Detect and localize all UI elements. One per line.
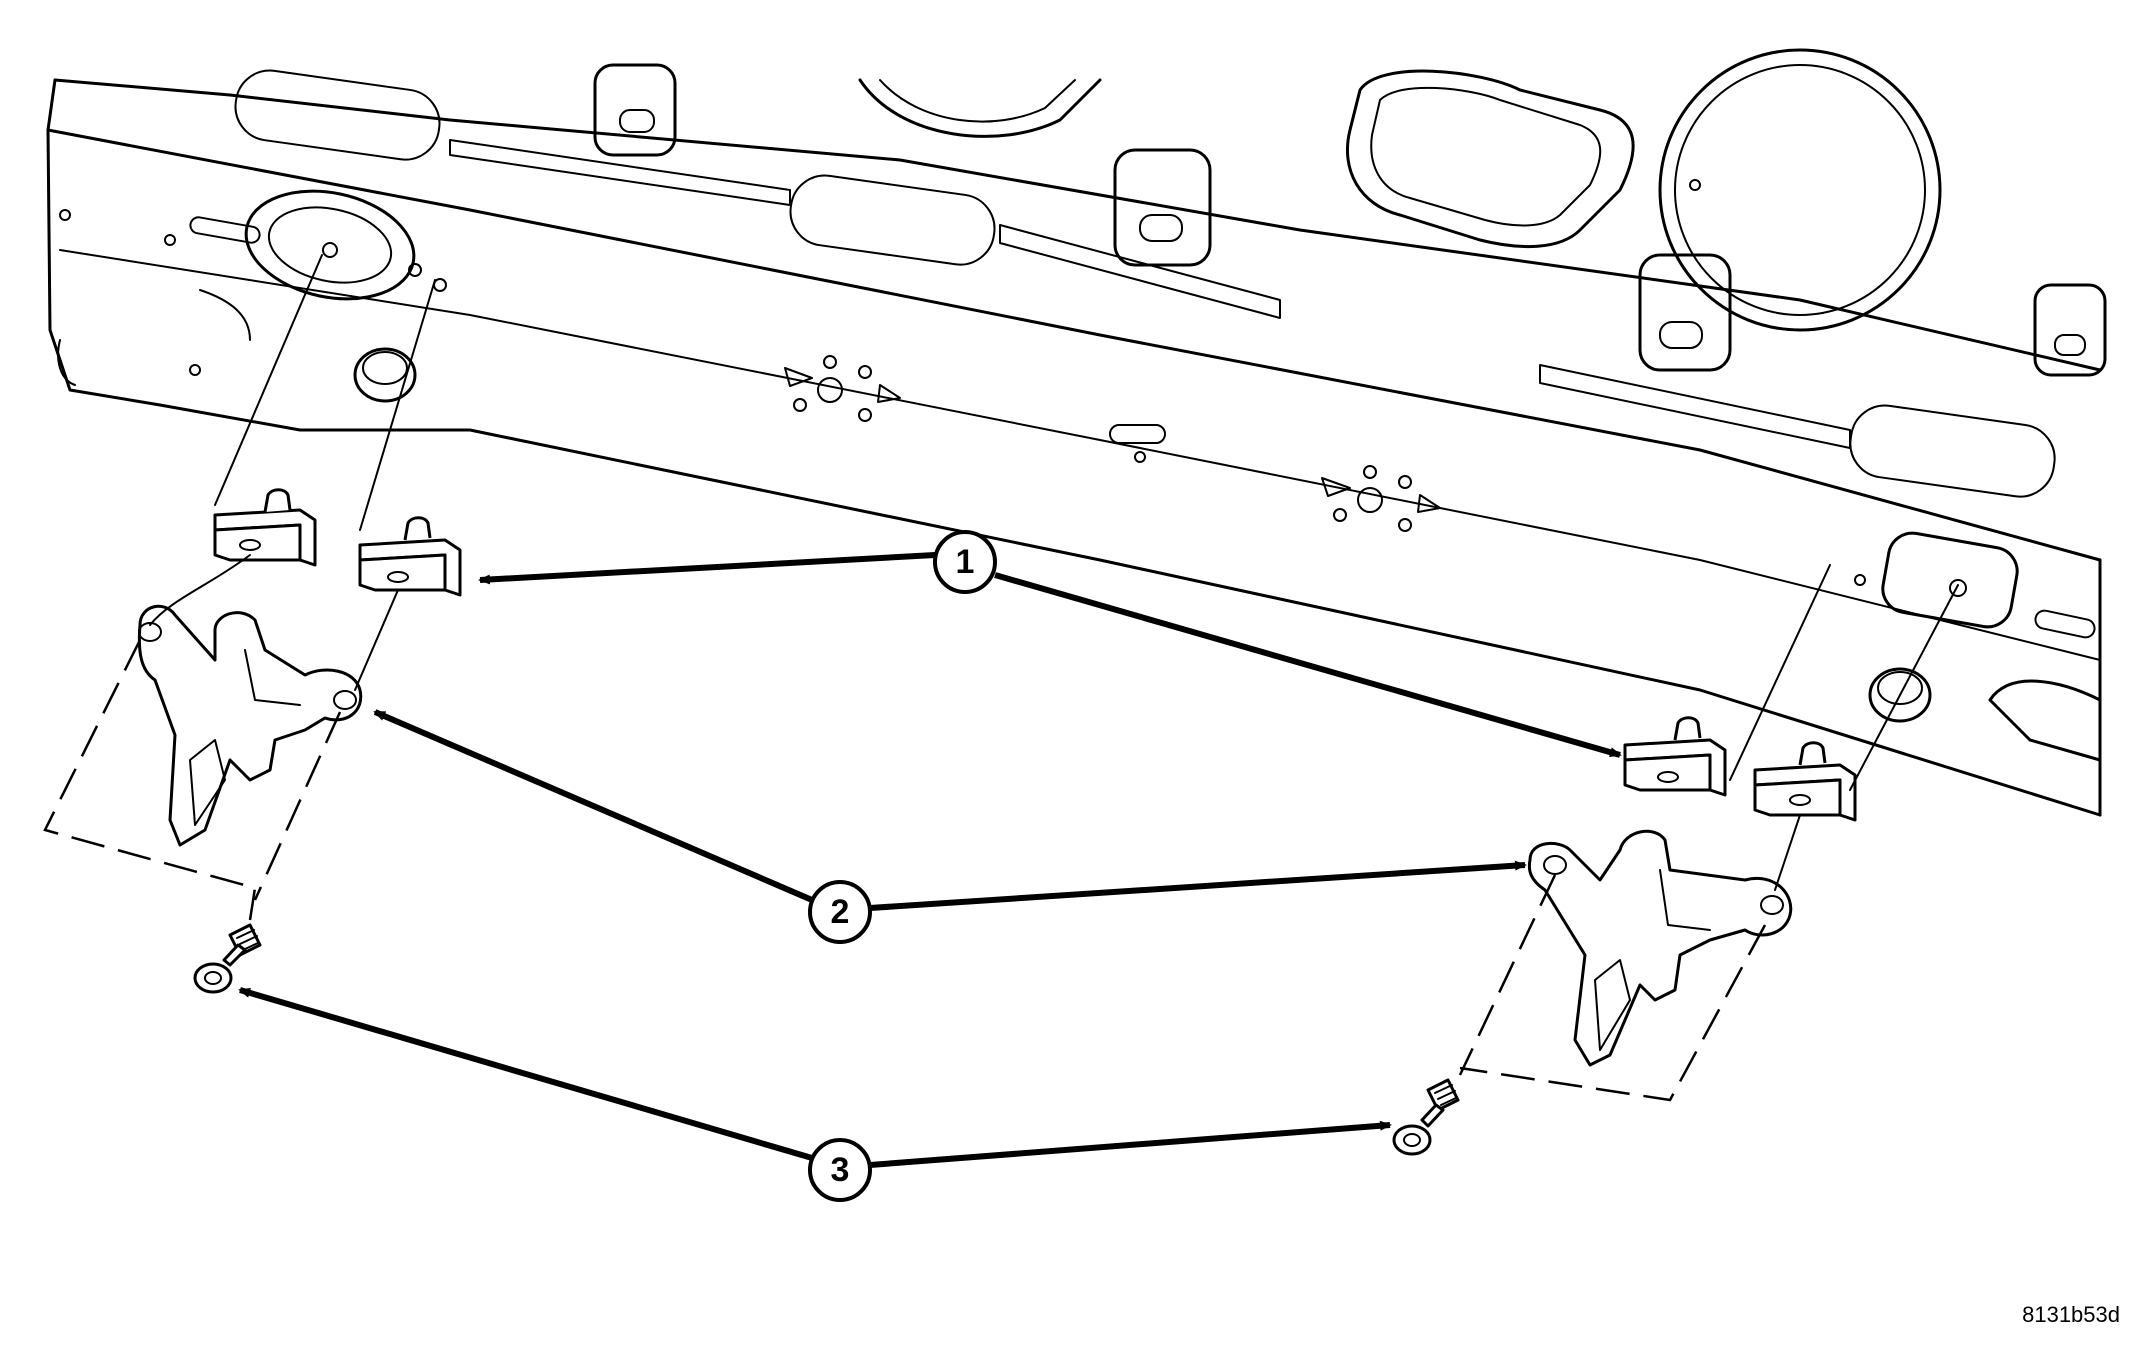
leader-1-right — [994, 572, 1622, 758]
hinge-bracket-left — [137, 604, 363, 847]
callout-2-label: 2 — [831, 893, 850, 931]
right-assembly — [1392, 564, 1959, 1156]
callout-1-label: 1 — [956, 543, 975, 581]
left-assembly — [43, 254, 462, 994]
callout-1: 1 — [933, 530, 997, 594]
callout-2: 2 — [808, 880, 872, 944]
leader-lines — [238, 552, 1622, 1168]
callout-3: 3 — [808, 1138, 872, 1202]
leader-2-right — [869, 860, 1527, 911]
figure-id: 8131b53d — [2022, 1302, 2120, 1327]
screw-left — [193, 923, 262, 994]
callout-3-label: 3 — [831, 1151, 850, 1189]
clip-nut-right-1 — [1623, 716, 1727, 797]
clip-nut-left-2 — [358, 516, 462, 597]
hinge-bracket-right — [1527, 829, 1793, 1067]
clip-nut-right-2 — [1753, 741, 1857, 822]
leader-2-left — [373, 709, 814, 903]
leader-3-right — [869, 1120, 1392, 1168]
clip-nut-left-1 — [213, 488, 317, 567]
screw-right — [1392, 1078, 1460, 1156]
leader-1-left — [478, 552, 936, 585]
leader-3-left — [238, 987, 813, 1161]
body-panel — [46, 48, 2107, 817]
